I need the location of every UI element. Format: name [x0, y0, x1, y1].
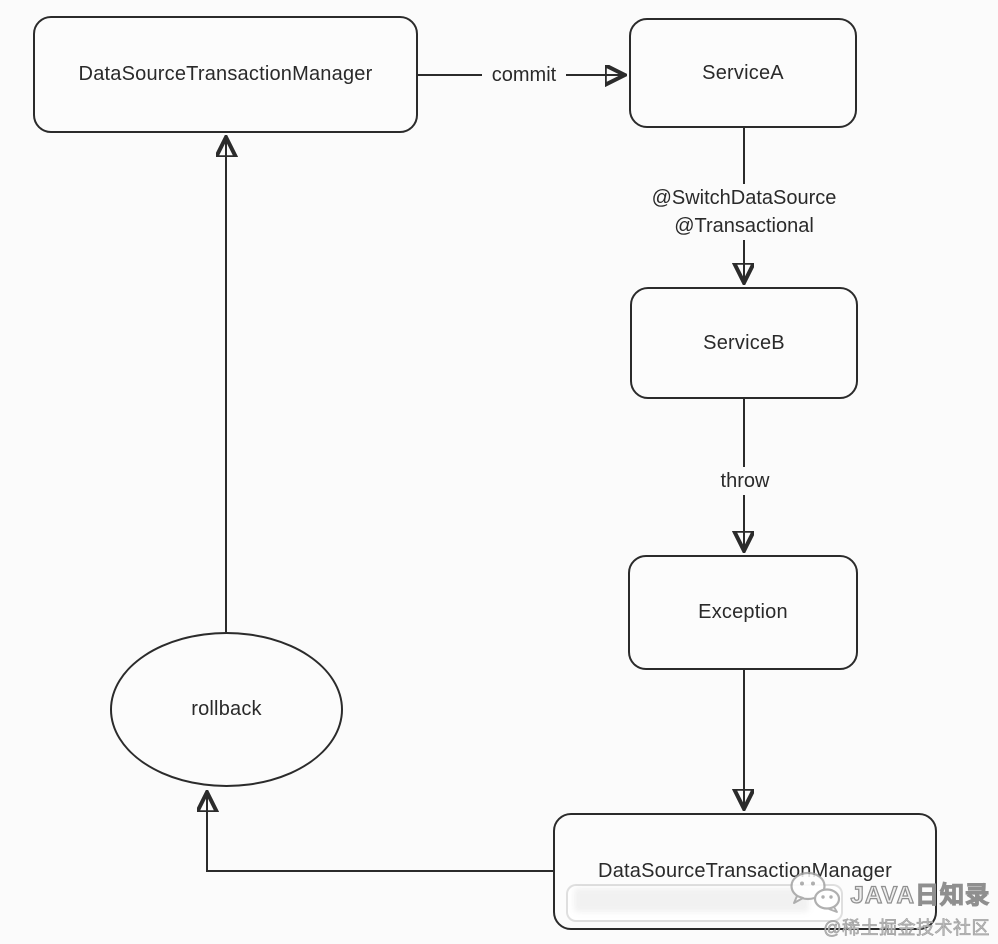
- node-service-b: ServiceB: [630, 287, 858, 399]
- node-label: ServiceA: [702, 61, 784, 84]
- edge-label-throw: throw: [710, 467, 780, 495]
- node-exception: Exception: [628, 555, 858, 670]
- edge-label-commit: commit: [482, 61, 566, 89]
- node-label: rollback: [191, 698, 262, 720]
- node-label: DataSourceTransactionManager: [598, 860, 892, 882]
- node-service-a: ServiceA: [629, 18, 857, 128]
- node-label: ServiceB: [703, 331, 785, 354]
- arrow-dstm-rollback: [207, 793, 553, 872]
- edge-label-annotations: @SwitchDataSource @Transactional: [630, 184, 858, 240]
- annotation-transactional: @Transactional: [674, 215, 814, 237]
- node-datasource-transaction-manager-top: DataSourceTransactionManager: [33, 16, 418, 133]
- annotation-switch-datasource: @SwitchDataSource: [651, 187, 837, 209]
- node-label: DataSourceTransactionManager: [78, 63, 373, 85]
- ghost-watermark-smudge: [574, 888, 809, 912]
- node-label: Exception: [698, 601, 788, 623]
- node-rollback: rollback: [110, 632, 343, 787]
